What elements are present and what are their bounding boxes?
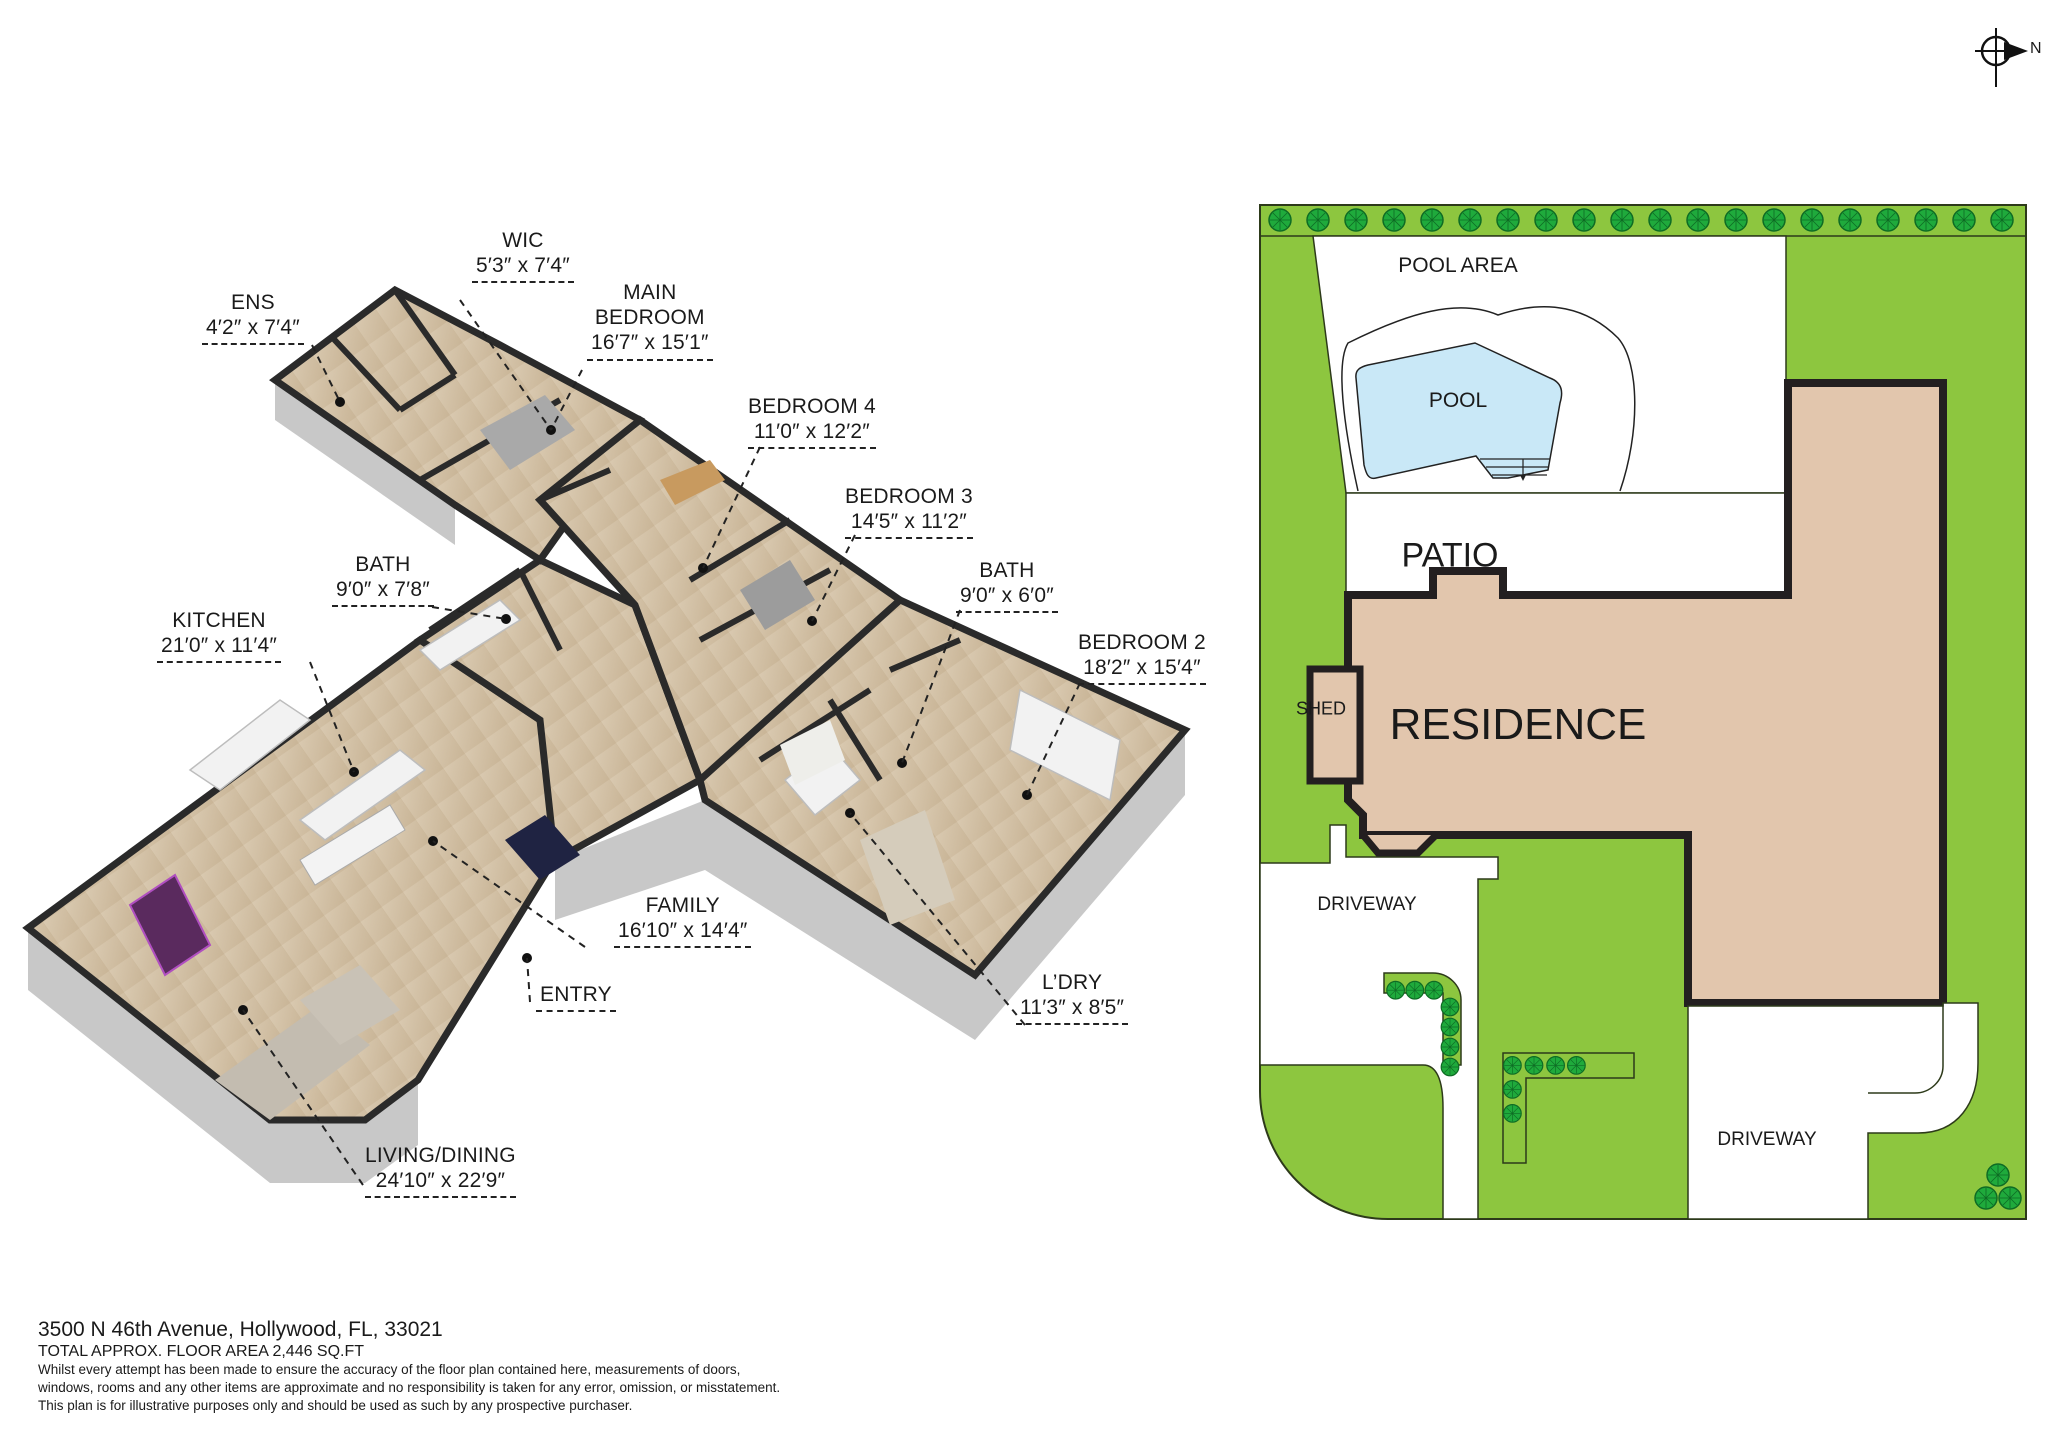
residence-front-bay	[1360, 832, 1439, 857]
north-arrow-icon	[1975, 28, 2028, 87]
driveway-1	[1259, 824, 1499, 1220]
pool-steps-arrow-icon	[1520, 475, 1526, 481]
label-patio: PATIO	[1401, 536, 1499, 575]
room-label-wic: WIC 5′3″ x 7′4″	[472, 228, 574, 284]
room-label-bedroom-4: BEDROOM 4 11′0″ x 12′2″	[748, 394, 876, 450]
disclaimer-line-2: windows, rooms and any other items are a…	[38, 1380, 781, 1395]
label-driveway-1: DRIVEWAY	[1317, 894, 1417, 915]
label-pool: POOL	[1428, 389, 1488, 412]
footer: 3500 N 46th Avenue, Hollywood, FL, 33021…	[38, 1318, 938, 1415]
residence	[1344, 379, 1947, 1007]
floor-plan-3d	[22, 285, 1191, 1186]
room-label-family: FAMILY 16′10″ x 14′4″	[614, 893, 752, 949]
total-floor-area: TOTAL APPROX. FLOOR AREA 2,446 SQ.FT	[38, 1343, 365, 1360]
room-label-main-bedroom: MAIN BEDROOM 16′7″ x 15′1″	[587, 280, 713, 361]
room-label-kitchen: KITCHEN 21′0″ x 11′4″	[157, 608, 282, 664]
property-address: 3500 N 46th Avenue, Hollywood, FL, 33021	[38, 1318, 443, 1341]
room-label-bedroom-3: BEDROOM 3 14′5″ x 11′2″	[845, 484, 973, 540]
label-pool-area: POOL AREA	[1398, 254, 1518, 277]
shed	[1306, 665, 1364, 785]
label-shed: SHED	[1295, 698, 1347, 719]
disclaimer: Whilst every attempt has been made to en…	[38, 1361, 938, 1415]
exterior-wall-faces	[28, 380, 1185, 1183]
fixtures	[188, 599, 1121, 841]
label-residence: RESIDENCE	[1389, 700, 1647, 749]
site-plan	[1259, 204, 2027, 1220]
furniture	[128, 395, 955, 1120]
compass-north-label: N	[2030, 40, 2042, 57]
driveway-2	[1687, 1002, 1979, 1220]
room-label-living-dining: LIVING/DINING 24′10″ x 22′9″	[365, 1143, 516, 1199]
pool-water	[1355, 342, 1563, 480]
room-label-bedroom-2: BEDROOM 2 18′2″ x 15′4″	[1078, 630, 1206, 686]
room-label-laundry: L’DRY 11′3″ x 8′5″	[1016, 970, 1129, 1026]
leader-lines	[242, 299, 1081, 1186]
disclaimer-line-1: Whilst every attempt has been made to en…	[38, 1362, 741, 1377]
room-label-ens: ENS 4′2″ x 7′4″	[202, 290, 304, 346]
room-label-bath-1: BATH 9′0″ x 7′8″	[332, 552, 434, 608]
disclaimer-line-3: This plan is for illustrative purposes o…	[38, 1398, 633, 1413]
room-label-entry: ENTRY	[536, 982, 616, 1013]
room-label-bath-2: BATH 9′0″ x 6′0″	[956, 558, 1058, 614]
label-driveway-2: DRIVEWAY	[1717, 1129, 1817, 1150]
floor-bedroom2-wing	[696, 595, 1191, 980]
